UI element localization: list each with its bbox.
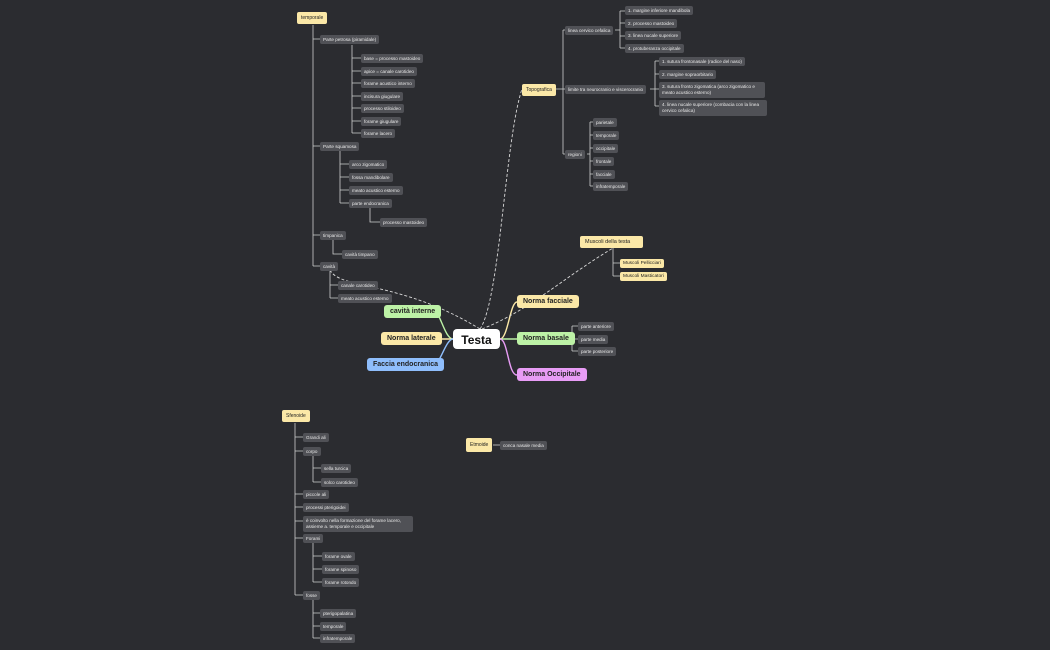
regioni-item[interactable]: facciale bbox=[593, 170, 615, 179]
sfenoide-fosse[interactable]: fosse bbox=[303, 591, 320, 600]
muscoli-item[interactable]: Muscoli Pellicciari bbox=[620, 259, 664, 268]
sfenoide-coinvolto[interactable]: è coinvolto nella formazione del forame … bbox=[303, 516, 413, 532]
forami-item[interactable]: forame ovale bbox=[322, 552, 355, 561]
parte-petrosa-item[interactable]: incisura giugulare bbox=[361, 92, 404, 101]
node-sfenoide[interactable]: Sfenoide bbox=[282, 410, 310, 422]
node-muscoli-della-testa[interactable]: Muscoli della testa bbox=[580, 236, 643, 248]
parte-squamosa-item[interactable]: meato acustico esterno bbox=[349, 186, 403, 195]
norma-basale-item[interactable]: parte posteriore bbox=[578, 347, 617, 356]
linea-cervico-item[interactable]: 2. processo mastoideo bbox=[625, 19, 678, 28]
parte-petrosa-item[interactable]: forame giugulare bbox=[361, 117, 402, 126]
node-norma-laterale[interactable]: Norma laterale bbox=[381, 332, 442, 345]
cavita-item[interactable]: canale carotideo bbox=[338, 281, 378, 290]
parte-petrosa-item[interactable]: apice = canale carotideo bbox=[361, 67, 417, 76]
node-temporale[interactable]: temporale bbox=[297, 12, 328, 24]
regioni-item[interactable]: parietale bbox=[593, 118, 617, 127]
node-cavita-interne[interactable]: cavità interne bbox=[384, 305, 442, 318]
fosse-item[interactable]: temporale bbox=[320, 622, 347, 631]
forami-item[interactable]: forame rotondo bbox=[322, 578, 360, 587]
node-norma-occipitale[interactable]: Norma Occipitale bbox=[517, 368, 587, 381]
node-linea-cervico-cefalica[interactable]: linea cervico cefalica bbox=[565, 26, 614, 35]
node-faccia-endocranica[interactable]: Faccia endocranica bbox=[367, 358, 444, 371]
sfenoide-processi[interactable]: processi pterigoidei bbox=[303, 503, 349, 512]
parte-endocranica-item[interactable]: processo mastoideo bbox=[380, 218, 428, 227]
limite-item[interactable]: 4. linea nucale superiore (combacia con … bbox=[659, 100, 767, 116]
node-cavita[interactable]: cavità bbox=[320, 262, 339, 271]
parte-petrosa-item[interactable]: processo stiloideo bbox=[361, 104, 404, 113]
center-node-testa[interactable]: Testa bbox=[453, 329, 500, 349]
node-parte-petrosa[interactable]: Parte petrosa (piramidale) bbox=[320, 35, 380, 44]
limite-item[interactable]: 1. sutura frontonasale (radice del naso) bbox=[659, 57, 745, 66]
corpo-item[interactable]: solco carotideo bbox=[321, 478, 358, 487]
parte-squamosa-item[interactable]: parte endocranica bbox=[349, 199, 392, 208]
timpanica-item[interactable]: cavità timpano bbox=[342, 250, 378, 259]
regioni-item[interactable]: infratemporale bbox=[593, 182, 629, 191]
sfenoide-piccole-ali[interactable]: piccole ali bbox=[303, 490, 330, 499]
cavita-item[interactable]: meato acustico esterno bbox=[338, 294, 392, 303]
node-regioni[interactable]: regioni bbox=[565, 150, 585, 159]
node-timpanica[interactable]: timpanica bbox=[320, 231, 346, 240]
muscoli-item[interactable]: Muscoli Masticatori bbox=[620, 272, 667, 281]
limite-item[interactable]: 2. margine sopraorbitario bbox=[659, 70, 717, 79]
corpo-item[interactable]: sella turcica bbox=[321, 464, 352, 473]
etmoide-item[interactable]: conca nasale media bbox=[500, 441, 547, 450]
sfenoide-corpo[interactable]: corpo bbox=[303, 447, 321, 456]
regioni-item[interactable]: occipitale bbox=[593, 144, 619, 153]
fosse-item[interactable]: pterigopalatina bbox=[320, 609, 357, 618]
node-topografica[interactable]: Topografica bbox=[522, 84, 556, 96]
sfenoide-forami[interactable]: Forami bbox=[303, 534, 324, 543]
fosse-item[interactable]: infratemporale bbox=[320, 634, 356, 643]
forami-item[interactable]: forame spinoso bbox=[322, 565, 360, 574]
node-etmoide[interactable]: Etmoide bbox=[466, 438, 493, 452]
node-limite-neurocranio[interactable]: limite tra neurocranio e viscerocranio bbox=[565, 85, 647, 94]
limite-item[interactable]: 3. sutura fronto zigomatica (arco zigoma… bbox=[659, 82, 765, 98]
linea-cervico-item[interactable]: 3. linea nucale superiore bbox=[625, 31, 682, 40]
linea-cervico-item[interactable]: 1. margine inferiore mandibola bbox=[625, 6, 694, 15]
sfenoide-grandi-ali[interactable]: Grandi ali bbox=[303, 433, 329, 442]
linea-cervico-item[interactable]: 4. protuberanza occipitale bbox=[625, 44, 684, 53]
regioni-item[interactable]: temporale bbox=[593, 131, 620, 140]
parte-petrosa-item[interactable]: forame lacero bbox=[361, 129, 396, 138]
regioni-item[interactable]: frontale bbox=[593, 157, 615, 166]
parte-petrosa-item[interactable]: forame acustico interno bbox=[361, 79, 415, 88]
norma-basale-item[interactable]: parte anteriore bbox=[578, 322, 614, 331]
parte-squamosa-item[interactable]: fossa mandibolare bbox=[349, 173, 393, 182]
parte-petrosa-item[interactable]: base = processo mastoideo bbox=[361, 54, 424, 63]
norma-basale-item[interactable]: parte media bbox=[578, 335, 609, 344]
node-norma-basale[interactable]: Norma basale bbox=[517, 332, 575, 345]
node-parte-squamosa[interactable]: Parte squamosa bbox=[320, 142, 360, 151]
node-norma-facciale[interactable]: Norma facciale bbox=[517, 295, 579, 308]
parte-squamosa-item[interactable]: arco zigomatico bbox=[349, 160, 388, 169]
